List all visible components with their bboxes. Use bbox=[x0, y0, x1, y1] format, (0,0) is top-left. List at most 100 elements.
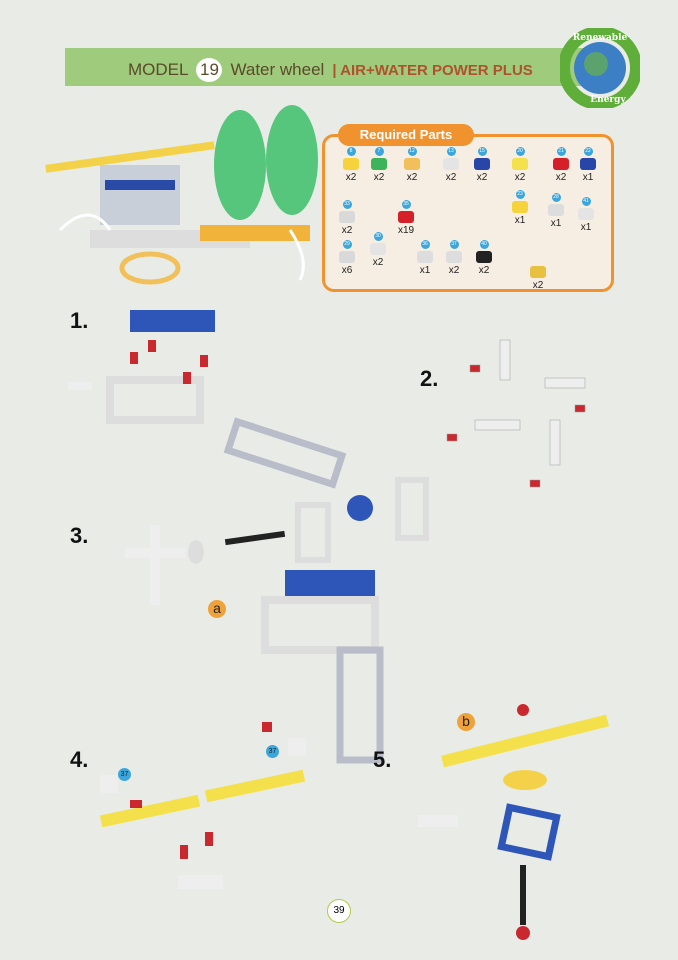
header-bar bbox=[65, 48, 585, 86]
part-quantity: x1 bbox=[582, 172, 594, 183]
part-quantity: x2 bbox=[555, 172, 567, 183]
part-number: 12 bbox=[407, 147, 417, 156]
page-number: 39 bbox=[327, 899, 351, 923]
step1-diagram bbox=[68, 310, 347, 489]
part-number: 33 bbox=[342, 200, 352, 209]
part-image bbox=[553, 158, 569, 170]
part-number: 30 bbox=[373, 232, 383, 241]
part-item: 35 x19 bbox=[398, 200, 414, 236]
part-item: 21 x2 bbox=[553, 147, 569, 183]
part-image bbox=[371, 158, 387, 170]
part-number: 28 bbox=[551, 193, 561, 202]
part-quantity: x2 bbox=[514, 172, 526, 183]
part-quantity: x2 bbox=[406, 172, 418, 183]
step-1-label: 1. bbox=[70, 308, 89, 333]
part-image bbox=[339, 251, 355, 263]
part-quantity: x2 bbox=[445, 172, 457, 183]
part-number: 36 bbox=[420, 240, 430, 249]
part-quantity: x1 bbox=[514, 215, 526, 226]
part-quantity: x2 bbox=[532, 280, 544, 291]
part-number: 40 bbox=[479, 240, 489, 249]
part-quantity: x1 bbox=[550, 218, 562, 229]
part-quantity: x19 bbox=[398, 225, 415, 236]
part-quantity: x2 bbox=[448, 265, 460, 276]
step-3-label: 3. bbox=[70, 523, 89, 548]
part-item: 41 x1 bbox=[578, 197, 594, 233]
part-image bbox=[580, 158, 596, 170]
part-number: 21 bbox=[556, 147, 566, 156]
part-quantity: x2 bbox=[372, 257, 384, 268]
series-name: | AIR+WATER POWER PLUS bbox=[332, 61, 533, 79]
part-number: 8 bbox=[346, 147, 356, 156]
step3-diagram bbox=[125, 477, 429, 764]
part-item: 20 x2 bbox=[512, 147, 528, 183]
part-item: 28 x1 bbox=[548, 193, 564, 229]
part-item: 12 x2 bbox=[404, 147, 420, 183]
part-quantity: x1 bbox=[419, 265, 431, 276]
model-number: 19 bbox=[196, 58, 223, 82]
part-image bbox=[512, 201, 528, 213]
callout-b: b bbox=[457, 713, 475, 731]
part-number: 41 bbox=[581, 197, 591, 206]
part-quantity: x2 bbox=[345, 172, 357, 183]
part-number: 22 bbox=[583, 147, 593, 156]
part-quantity: x2 bbox=[341, 225, 353, 236]
part-image bbox=[404, 158, 420, 170]
part-item: 36 x1 bbox=[417, 240, 433, 276]
part-number: 37 bbox=[449, 240, 459, 249]
step5-diagram bbox=[418, 704, 609, 940]
required-parts-panel bbox=[322, 134, 614, 292]
part-image bbox=[530, 266, 546, 278]
part-quantity: x1 bbox=[580, 222, 592, 233]
part-image bbox=[398, 211, 415, 223]
step4-diagram bbox=[99, 722, 306, 889]
part-item: 30 x2 bbox=[370, 232, 386, 268]
svg-text:Renewable: Renewable bbox=[573, 33, 628, 43]
part-image bbox=[578, 208, 594, 220]
part-quantity: x2 bbox=[373, 172, 385, 183]
part-37-callout: 37 bbox=[266, 745, 279, 758]
part-quantity: x2 bbox=[478, 265, 490, 276]
required-parts-title: Required Parts bbox=[338, 124, 474, 146]
part-item: 37 x2 bbox=[446, 240, 462, 276]
part-item: 8 x2 bbox=[343, 147, 359, 183]
part-item: x2 bbox=[530, 255, 546, 291]
part-item: 23 x1 bbox=[512, 190, 528, 226]
part-image bbox=[446, 251, 462, 263]
callout-a: a bbox=[208, 600, 226, 618]
part-image bbox=[512, 158, 528, 170]
step-4-label: 4. bbox=[70, 747, 89, 772]
part-item: 33 x2 bbox=[339, 200, 355, 236]
part-number: 20 bbox=[515, 147, 525, 156]
part-number: 29 bbox=[342, 240, 352, 249]
part-image bbox=[476, 251, 492, 263]
part-quantity: x2 bbox=[476, 172, 488, 183]
part-image bbox=[370, 243, 386, 255]
model-label: MODEL bbox=[128, 60, 189, 79]
part-number: 13 bbox=[446, 147, 456, 156]
step-5-label: 5. bbox=[373, 747, 392, 772]
part-quantity: x6 bbox=[341, 265, 353, 276]
part-item: 29 x6 bbox=[339, 240, 355, 276]
part-number: 15 bbox=[477, 147, 487, 156]
part-item: 7 x2 bbox=[371, 147, 387, 183]
step-2-label: 2. bbox=[420, 366, 439, 391]
part-number: 23 bbox=[515, 190, 525, 199]
part-image bbox=[339, 211, 355, 223]
finished-model-image bbox=[45, 105, 318, 285]
part-image bbox=[474, 158, 490, 170]
part-37-callout: 37 bbox=[118, 768, 131, 781]
model-title: Water wheel bbox=[230, 60, 325, 79]
part-number: 7 bbox=[374, 147, 384, 156]
header-title: MODEL 19 Water wheel | AIR+WATER POWER P… bbox=[128, 58, 533, 82]
svg-text:Energy: Energy bbox=[590, 95, 626, 105]
part-image bbox=[548, 204, 564, 216]
part-item: 13 x2 bbox=[443, 147, 459, 183]
step2-diagram bbox=[446, 339, 586, 488]
renewable-energy-logo: Renewable Energy bbox=[560, 28, 640, 108]
part-number: 35 bbox=[401, 200, 411, 209]
part-item: 22 x1 bbox=[580, 147, 596, 183]
part-item: 15 x2 bbox=[474, 147, 490, 183]
